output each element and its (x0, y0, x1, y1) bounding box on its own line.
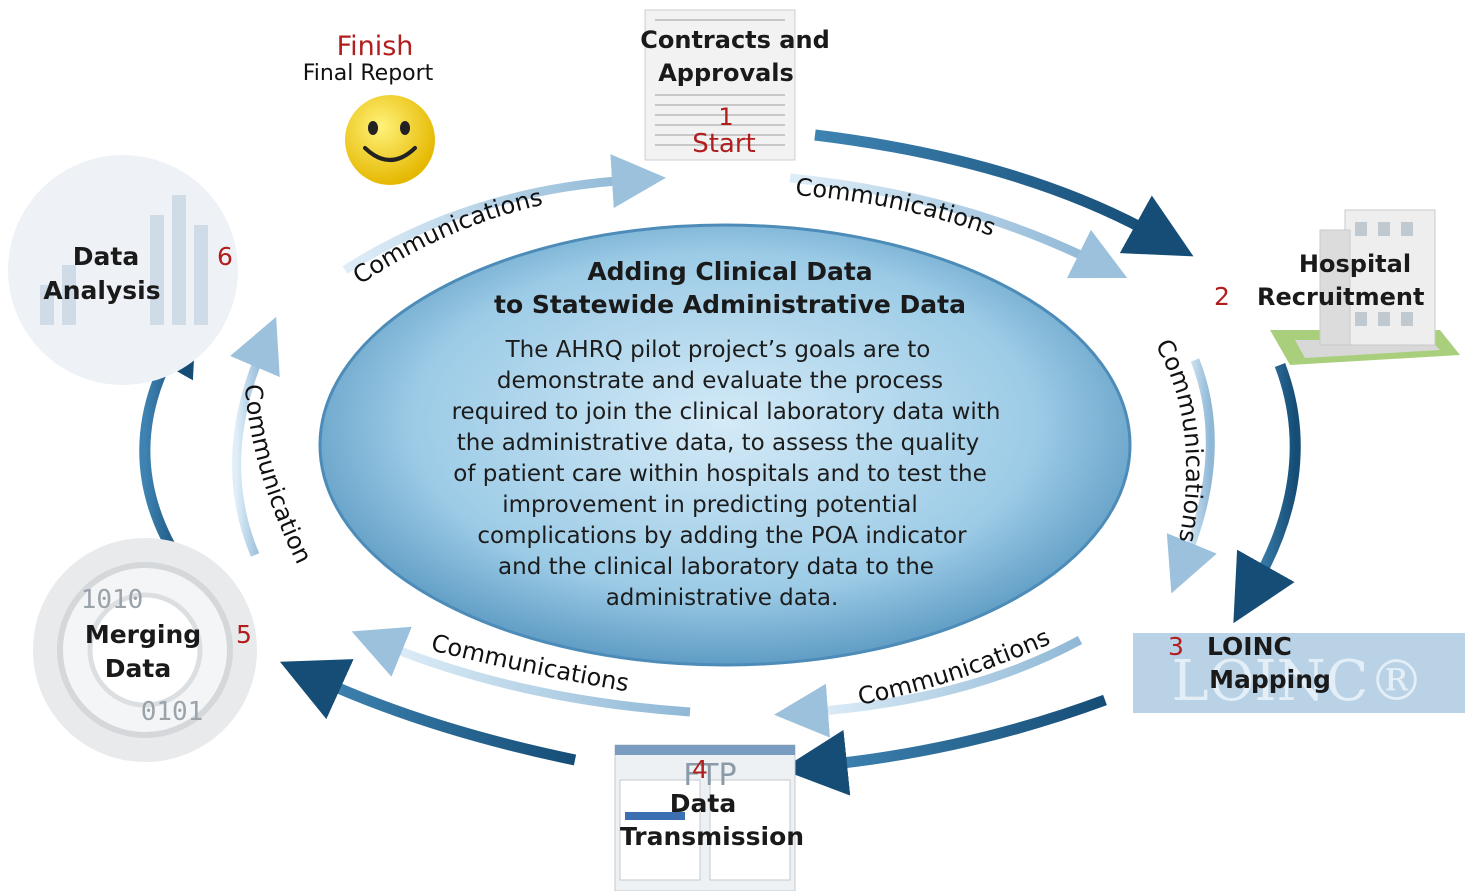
transmission-label-line1: Data (670, 789, 736, 818)
merging-bits-icon (33, 538, 257, 762)
inner-arrow-6 (230, 316, 280, 557)
loinc-label-line2: Mapping (1209, 665, 1331, 694)
ftp-logo-text: FTP (683, 758, 736, 793)
inner-arrow-5 (351, 626, 691, 717)
loinc-label-line1: LOINC (1207, 632, 1292, 661)
inner-arrow-1 (342, 154, 666, 274)
center-body-line: required to join the clinical laboratory… (452, 399, 1001, 425)
hospital-label-line2: Recruitment (1257, 283, 1424, 311)
step-5-number: 5 (236, 620, 252, 649)
step-6-number: 6 (217, 242, 233, 271)
step-2-number: 2 (1214, 282, 1230, 311)
center-body-line: improvement in predicting potential (502, 492, 917, 518)
outer-arrow-2-to-3 (1233, 363, 1301, 624)
merging-label-line2: Data (105, 654, 171, 683)
center-body-line: of patient care within hospitals and to … (453, 461, 987, 487)
transmission-label-line2: Transmission (620, 822, 804, 851)
bits-bottom-text: 0101 (141, 697, 204, 727)
center-body-line: the administrative data, to assess the q… (457, 430, 980, 456)
loinc-logo-text: LOINC® (1171, 649, 1424, 714)
center-body-line: The AHRQ pilot project’s goals are to (505, 337, 931, 363)
step-4-number: 4 (692, 755, 708, 784)
analysis-chart-icon (8, 155, 238, 385)
smiley-icon (345, 95, 435, 185)
outer-arrow-1-to-2 (814, 129, 1194, 257)
center-body-line: administrative data. (606, 585, 839, 611)
start-label: Start (692, 129, 756, 159)
ftp-window-icon (614, 744, 796, 891)
contracts-label-line2: Approvals (658, 59, 794, 87)
center-title-line2: to Statewide Administrative Data (494, 290, 966, 319)
analysis-label-line1: Data (73, 242, 139, 271)
final-report-label: Final Report (303, 61, 434, 86)
inner-arrow-3 (1166, 358, 1217, 594)
bits-top-text: 1010 (81, 585, 144, 615)
inner-arrow-2 (789, 173, 1128, 279)
center-body-line: and the clinical laboratory data to the (498, 554, 934, 580)
step-1-number: 1 (718, 103, 733, 131)
inner-arrow-4 (774, 636, 1083, 738)
hospital-label-line1: Hospital (1299, 250, 1411, 278)
merging-label-line1: Merging (85, 620, 201, 649)
finish-label: Finish (337, 31, 414, 62)
hospital-building-icon (1270, 209, 1460, 365)
contracts-label-line1: Contracts and (640, 26, 830, 54)
outer-arrow-4-to-5 (279, 659, 577, 766)
center-title-line1: Adding Clinical Data (587, 257, 872, 286)
outer-arrow-3-to-4 (781, 694, 1107, 796)
analysis-label-line2: Analysis (43, 276, 160, 305)
center-body: The AHRQ pilot project’s goals are to de… (452, 337, 1001, 611)
center-ellipse (318, 223, 1132, 667)
document-icon (644, 9, 796, 161)
loinc-logo-box (1133, 633, 1465, 713)
center-body-line: complications by adding the POA indicato… (477, 523, 967, 549)
step-3-number: 3 (1168, 632, 1184, 661)
center-body-line: demonstrate and evaluate the process (497, 368, 943, 394)
